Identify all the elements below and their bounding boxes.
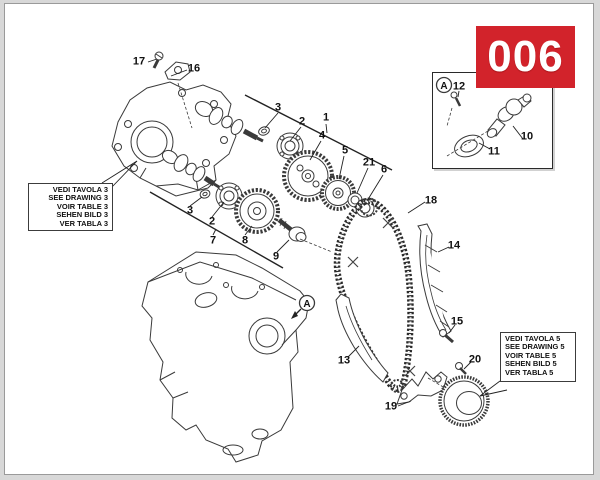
washer-3-bottom-drawing	[199, 189, 211, 199]
cam-gear-5-drawing	[320, 175, 356, 211]
crank-sprocket-drawing	[438, 375, 490, 427]
bracket-19-drawing	[396, 371, 451, 405]
bolt-20-drawing	[455, 362, 467, 375]
part-callout-10: 10	[520, 130, 534, 143]
bearing-2-top-drawing	[276, 132, 304, 160]
detail-marker-main-label: A	[303, 299, 310, 310]
detail-marker-inset-label: A	[440, 81, 447, 92]
part-callout-19: 19	[384, 400, 398, 413]
part-callout-2: 2	[208, 215, 216, 228]
ref-line: VER TABLA 3	[59, 218, 108, 228]
crankcase-drawing	[141, 251, 310, 463]
ref-line: VOIR TABLE 3	[56, 201, 108, 211]
part-callout-2: 2	[298, 115, 306, 128]
part-callout-9: 9	[272, 250, 280, 263]
ref-line: VOIR TABLE 5	[505, 350, 557, 360]
ref-line: VER TABLA 5	[505, 367, 554, 377]
part-callout-16: 16	[187, 62, 201, 75]
ref-box-table-3: VEDI TAVOLA 3 SEE DRAWING 3 VOIR TABLE 3…	[28, 183, 113, 231]
part-callout-14: 14	[447, 239, 461, 252]
part-callout-6: 6	[380, 163, 388, 176]
part-callout-17: 17	[132, 55, 146, 68]
leader-lines	[101, 58, 524, 407]
part-callout-18: 18	[424, 194, 438, 207]
part-callout-13: 13	[337, 354, 351, 367]
ref-line: VEDI TAVOLA 3	[52, 185, 108, 194]
part-callout-20: 20	[468, 353, 482, 366]
part-callout-5: 5	[341, 144, 349, 157]
detail-marker-inset: A	[435, 76, 453, 94]
part-callout-8: 8	[241, 234, 249, 247]
chain-guide-14-drawing	[417, 223, 452, 338]
ref-box-table-5: VEDI TAVOLA 5 SEE DRAWING 5 VOIR TABLE 5…	[500, 332, 576, 382]
inset-screw-12-drawing	[446, 91, 462, 127]
camshaft-1-drawing	[194, 101, 264, 143]
ref-line: SEE DRAWING 5	[505, 342, 565, 352]
part-callout-12: 12	[452, 80, 466, 93]
inset-plate-11-drawing	[446, 130, 489, 158]
cylinder-head-drawing	[111, 81, 237, 197]
cam-gear-8-drawing	[234, 188, 280, 234]
part-callout-3: 3	[274, 101, 282, 114]
ref-line: SEE DRAWING 3	[48, 193, 108, 203]
part-callout-1: 1	[322, 111, 330, 124]
part-callout-15: 15	[450, 315, 464, 328]
ref-line: VEDI TAVOLA 5	[505, 334, 561, 343]
detail-marker-main: A	[291, 294, 316, 319]
ref-line: SEHEN BILD 3	[56, 210, 108, 220]
cam-gear-4-drawing	[282, 150, 334, 202]
bolt-15-drawing	[439, 329, 454, 344]
camshaft-7-drawing	[161, 149, 220, 189]
ref-line: SEHEN BILD 5	[505, 359, 557, 369]
part-callout-7: 7	[209, 234, 217, 247]
washer-3-top-drawing	[258, 126, 270, 136]
inset-sensor-10-drawing	[486, 93, 532, 138]
bolt-9-drawing	[277, 217, 333, 253]
plate-number-badge: 006	[476, 26, 575, 88]
part-callout-11: 11	[488, 145, 500, 158]
part-callout-4: 4	[318, 129, 326, 142]
part-callout-21: 21	[362, 156, 376, 169]
screw-17-drawing	[152, 51, 164, 69]
chain-guide-13-drawing	[335, 293, 389, 383]
part-callout-3: 3	[186, 204, 194, 217]
